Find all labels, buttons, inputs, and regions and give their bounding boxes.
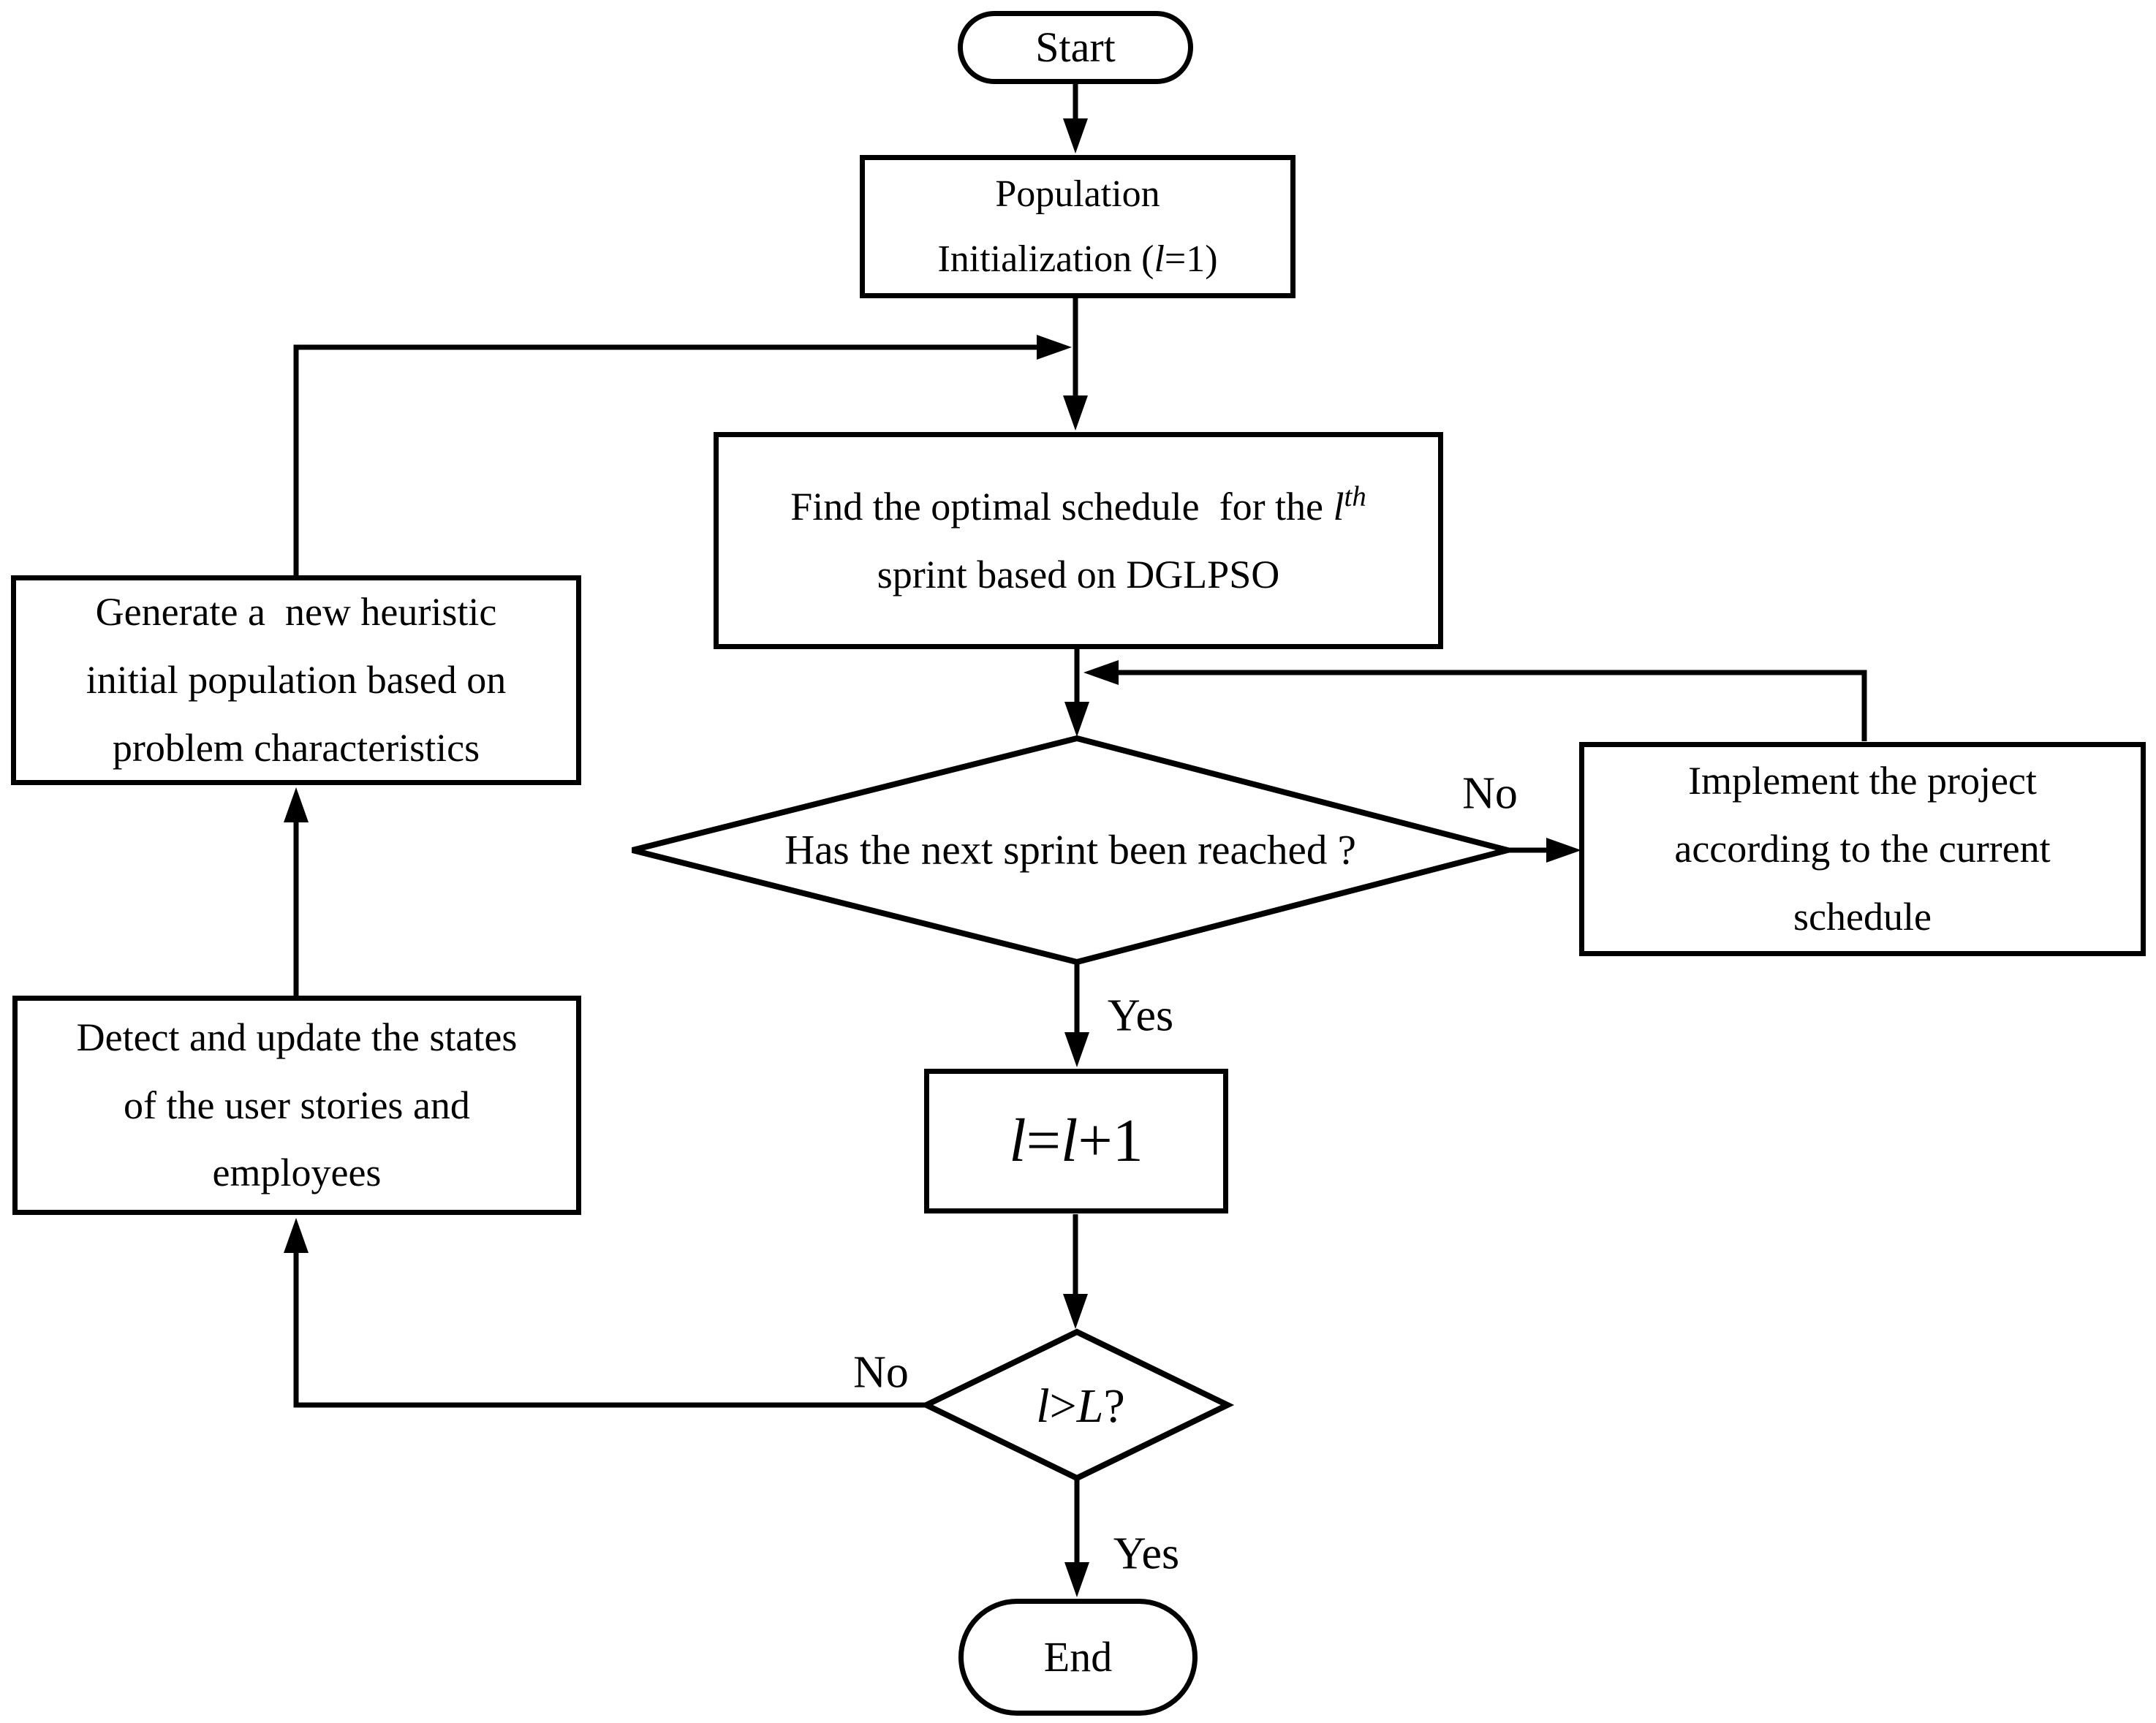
arrowhead-find-to-decision <box>1064 702 1089 737</box>
arrowhead-decision-no <box>1546 838 1581 863</box>
final-yes-label: Yes <box>1113 1529 1180 1579</box>
generate-population-label: Generate a new heuristic initial populat… <box>86 590 507 770</box>
sprint-decision-label: Has the next sprint been reached ? <box>784 827 1356 874</box>
edge-implement-loopback <box>1116 670 1867 741</box>
end-label: End <box>1043 1633 1113 1681</box>
final-no-label: No <box>853 1347 909 1398</box>
implement-project-node: Implement the project according to the c… <box>1579 742 2146 956</box>
generate-population-node: Generate a new heuristic initial populat… <box>11 575 581 785</box>
start-node: Start <box>958 11 1193 84</box>
detect-update-label: Detect and update the states of the user… <box>76 1015 518 1195</box>
final-decision-label: l>L? <box>1036 1379 1125 1433</box>
implement-project-label: Implement the project according to the c… <box>1674 759 2051 939</box>
arrowhead-final-yes <box>1064 1562 1089 1597</box>
arrowhead-detect-to-generate <box>284 787 309 822</box>
edge-generate-loopback <box>293 344 1040 575</box>
arrowhead-population-to-find <box>1063 395 1088 431</box>
edge-final-no <box>293 1251 926 1408</box>
detect-update-node: Detect and update the states of the user… <box>12 996 581 1215</box>
arrowhead-final-no <box>284 1218 309 1253</box>
start-label: Start <box>1035 23 1116 72</box>
arrowhead-generate-loopback <box>1037 335 1072 360</box>
arrowhead-decision-yes <box>1064 1032 1089 1067</box>
arrowhead-start-to-population <box>1063 118 1088 154</box>
arrowhead-implement-loopback <box>1083 660 1119 685</box>
sprint-yes-label: Yes <box>1107 991 1174 1041</box>
increment-sprint-label: l=l+1 <box>1009 1106 1143 1175</box>
sprint-no-label: No <box>1462 768 1518 819</box>
arrowhead-increment-to-final <box>1063 1294 1088 1329</box>
end-node: End <box>958 1599 1198 1716</box>
increment-sprint-node: l=l+1 <box>924 1069 1228 1213</box>
